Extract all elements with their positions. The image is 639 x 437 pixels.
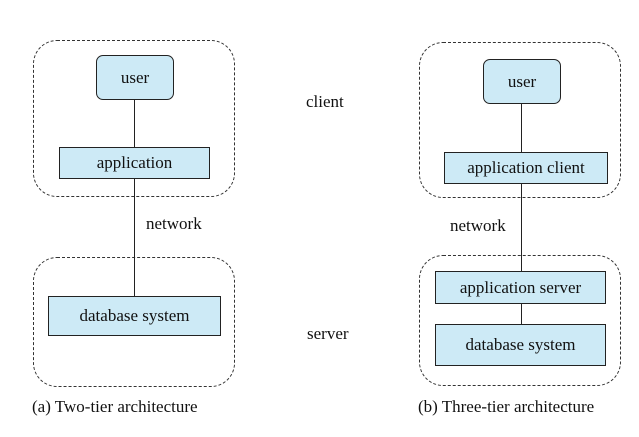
two-tier-caption: (a) Two-tier architecture	[32, 397, 198, 416]
two-tier-database-node: database system	[48, 296, 221, 336]
three-tier-appserver-db-connector	[521, 304, 522, 324]
two-tier-network-label: network	[146, 214, 202, 233]
two-tier-network-connector	[134, 179, 135, 296]
three-tier-server-region	[419, 255, 621, 386]
three-tier-database-node: database system	[435, 324, 606, 366]
two-tier-application-node: application	[59, 147, 210, 179]
three-tier-user-node: user	[483, 59, 561, 104]
three-tier-user-label: user	[507, 71, 537, 91]
three-tier-application-server-label: application server	[459, 277, 582, 297]
two-tier-database-label: database system	[79, 306, 190, 325]
server-tier-label: server	[307, 324, 349, 343]
three-tier-caption: (b) Three-tier architecture	[418, 397, 595, 416]
two-tier-user-label: user	[120, 67, 150, 87]
three-tier-database-label: database system	[465, 335, 576, 354]
three-tier-application-server-node: application server	[435, 271, 606, 304]
three-tier-network-label: network	[450, 216, 506, 235]
two-tier-user-node: user	[96, 55, 174, 100]
three-tier-application-client-node: application client	[444, 152, 608, 184]
client-tier-label: client	[306, 92, 344, 111]
two-tier-user-app-connector	[134, 100, 135, 148]
three-tier-application-client-label: application client	[467, 158, 585, 177]
three-tier-client-region	[419, 42, 621, 198]
two-tier-application-label: application	[96, 153, 173, 172]
three-tier-user-app-connector	[521, 104, 522, 152]
three-tier-network-connector	[521, 184, 522, 271]
